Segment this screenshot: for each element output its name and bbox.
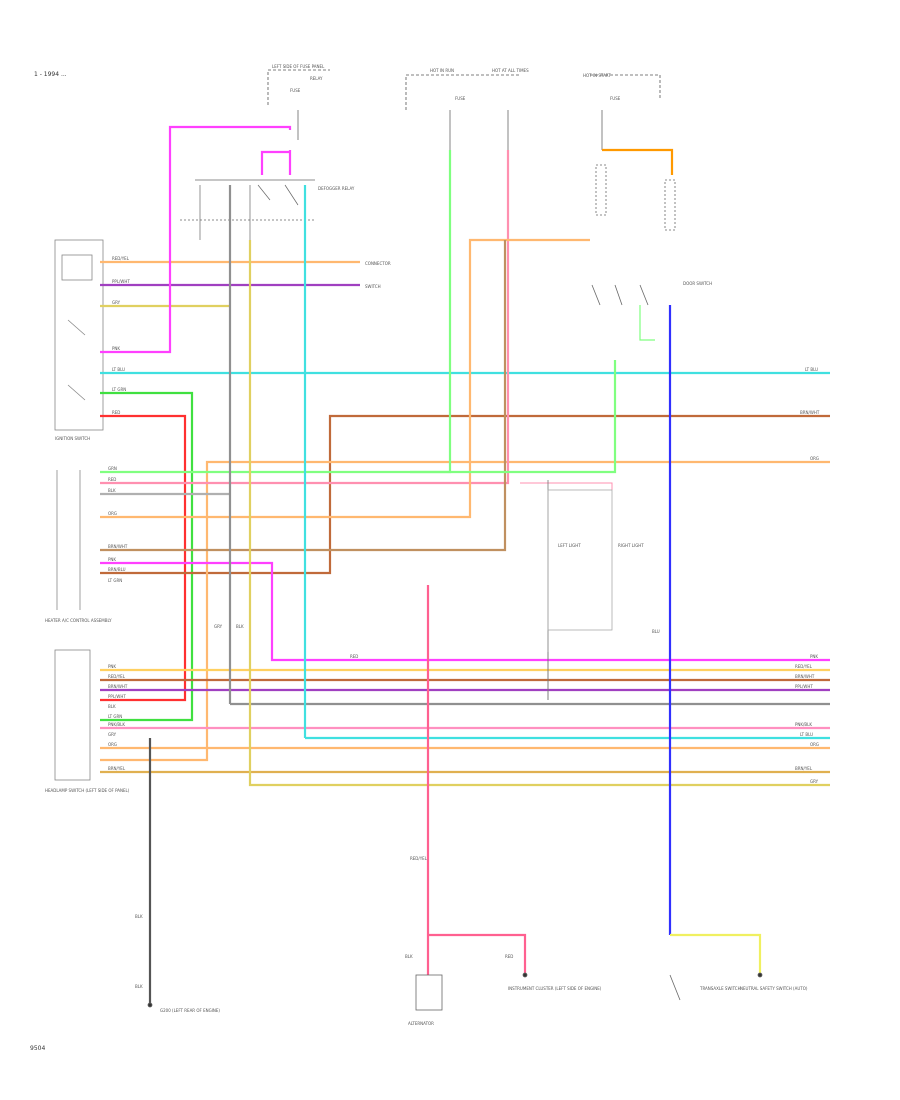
lbl-blk1: BLK [135,914,143,919]
lbl-w5: LT BLU [112,367,125,372]
lbl-r3: ORG [810,456,819,461]
fuse-b-label: FUSE [455,96,466,101]
neutral-switch-label: NEUTRAL SAFETY SWITCH (AUTO) [740,986,808,991]
lbl-m5: BRN/WHT [108,544,128,549]
lbl-rb7: ORG [810,742,819,747]
lbl-rb3: BRN/WHT [795,674,815,679]
heater-assy-block [56,470,81,610]
page-footer: 9504 [30,1045,45,1052]
wire-pink-relay [260,150,290,175]
lbl-w2: PPL/WHT [112,279,130,284]
connector-label: CONNECTOR [365,261,391,266]
lbl-m6: PNK [108,557,116,562]
lbl-b8: GRY [108,732,117,737]
wire-b-gry-low [248,240,830,787]
wire-pnk-mid [100,561,830,662]
fuse-c-label: FUSE [610,96,621,101]
relay-top-label: RELAY [310,76,323,81]
lbl-m8: LT GRN [108,578,122,583]
lbl-b5: BLK [108,704,116,709]
lbl-v1: GRY [214,624,223,629]
wire-brn-wht [100,414,830,575]
lbl-w3: GRY [112,300,121,305]
lbl-b3: BRN/WHT [108,684,128,689]
lbl-alt3: RED [505,954,513,959]
lbl-b2: RED/YEL [108,674,126,679]
hot-run-label: HOT IN RUN [430,68,454,73]
page-header: 1 - 1994 ... [34,71,67,78]
wire-pink-loop [100,125,292,354]
lbl-w7: RED [112,410,120,415]
lbl-v3: BLU [652,629,660,634]
lbl-w4: PNK [112,346,120,351]
wire-grn-mid [100,150,452,474]
bulbs [547,480,613,700]
interior-switch-label: IGNITION SWITCH [55,436,90,441]
wires [100,125,830,1005]
lbl-rb4: PPL/WHT [795,684,813,689]
lbl-v4: RED [350,654,358,659]
right-bulb-label: RIGHT LIGHT [618,543,644,548]
interior-switch-block [54,239,104,431]
wire-yellow-trans [670,933,762,975]
lbl-w1: RED/YEL [112,256,130,261]
lbl-b1: PNK [108,664,116,669]
wire-orange-top-relay [602,148,674,175]
lbl-b4: PPL/WHT [108,694,126,699]
block-label: SWITCH [365,284,381,289]
lbl-rb2: RED/YEL [795,664,813,669]
lbl-b7: PNK/BLK [108,722,125,727]
left-bulb-label: LEFT LIGHT [558,543,581,548]
hot-start-label: HOT IN START [583,73,611,78]
lbl-blk2: BLK [135,984,143,989]
alternator-label: ALTERNATOR [408,1021,434,1026]
lbl-b10: BRN/YEL [108,766,126,771]
lbl-m3: BLK [108,488,116,493]
headlamp-panel-label: HEADLAMP SWITCH (LEFT SIDE OF PANEL) [45,788,130,793]
lbl-r1: LT BLU [805,367,818,372]
wire-red-left [100,414,187,702]
ground-label: G200 (LEFT REAR OF ENGINE) [160,1008,220,1013]
wire-orange-right [100,460,830,762]
bottom-components [147,972,763,1011]
hot-accy-label: HOT AT ALL TIMES [492,68,529,73]
lbl-m7: BRN/BLU [108,567,126,572]
wire-grn-relay-out [639,305,655,341]
lbl-alt1: RED/YEL [410,856,428,861]
fuse-panel-top [267,69,661,110]
fuse-symbols [297,110,676,306]
fuse-a-label: FUSE [290,88,301,93]
lbl-rb1: PNK [810,654,818,659]
wire-labels: RED/YEL PPL/WHT GRY PNK LT BLU LT GRN RE… [108,256,820,989]
wire-org-mid [100,238,590,519]
lbl-rb6: LT BLU [800,732,813,737]
wire-bulb-top [520,482,613,490]
lbl-b9: ORG [108,742,117,747]
lbl-m1: GRN [108,466,117,471]
defogger-relay-label: DEFOGGER RELAY [318,186,355,191]
wire-red-mid [100,150,510,485]
lbl-rb9: GRY [810,779,819,784]
instrument-cluster-label: INSTRUMENT CLUSTER (LEFT SIDE OF ENGINE) [508,986,602,991]
lbl-rb5: PNK/BLK [795,722,812,727]
headlamp-panel-block [54,649,91,781]
lbl-r2: BRN/WHT [800,410,820,415]
lbl-b6: LT GRN [108,714,122,719]
fuse-panel-label: LEFT SIDE OF FUSE PANEL [272,64,325,69]
wire-brn-blu-mid [100,240,507,552]
defogger-relay-box [180,179,315,240]
wire-ltgrn-mid [410,360,617,474]
lbl-m4: ORG [108,511,117,516]
lbl-alt2: BLK [405,954,413,959]
wire-lt-grn-left [100,391,194,722]
lbl-rb8: BRN/YEL [795,766,813,771]
dome-switch-label: DOOR SWITCH [683,281,712,286]
wire-alt-branch [428,933,527,975]
lbl-m2: RED [108,477,116,482]
lbl-w6: LT GRN [112,387,126,392]
trans-switch-label: TRANSAXLE SWITCH [699,986,741,991]
heater-assy-label: HEATER A/C CONTROL ASSEMBLY [45,618,112,623]
lbl-v2: BLK [236,624,244,629]
